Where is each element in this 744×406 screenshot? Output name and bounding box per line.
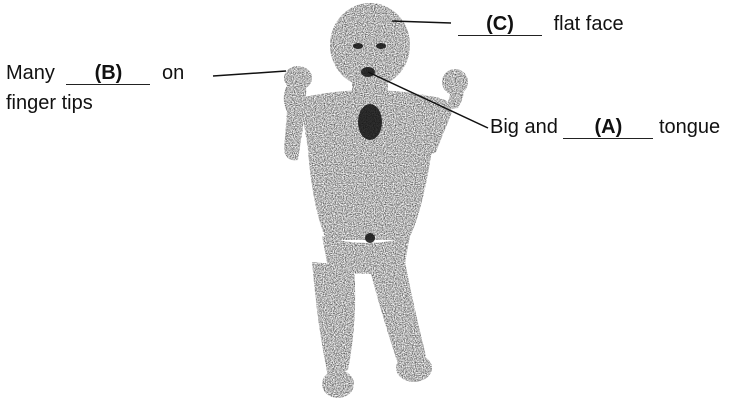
baby-chest-spot bbox=[358, 104, 382, 140]
baby-right-hand bbox=[442, 69, 468, 95]
baby-right-foot bbox=[396, 354, 432, 382]
label-b-letter: (B) bbox=[66, 62, 150, 85]
label-a-prefix: Big and bbox=[490, 116, 558, 138]
baby-eye-right bbox=[376, 43, 386, 49]
baby-eye-left bbox=[353, 43, 363, 49]
label-b-line2: finger tips bbox=[6, 92, 93, 114]
label-b-prefix: Many bbox=[6, 62, 55, 84]
label-a-letter: (A) bbox=[563, 116, 653, 139]
baby-right-leg bbox=[368, 256, 426, 364]
baby-navel bbox=[365, 233, 375, 243]
baby-left-hand bbox=[284, 66, 312, 90]
label-c: (C) flat face bbox=[458, 13, 624, 36]
label-c-letter: (C) bbox=[458, 13, 542, 36]
leader-line-b bbox=[213, 71, 286, 76]
label-b: Many (B) on bbox=[6, 62, 184, 85]
label-a-suffix: tongue bbox=[659, 116, 720, 138]
label-c-text: flat face bbox=[554, 13, 624, 35]
baby-left-leg bbox=[312, 262, 355, 376]
label-a: Big and (A) tongue bbox=[490, 116, 720, 139]
baby-left-foot bbox=[322, 370, 354, 398]
label-b-suffix: on bbox=[162, 62, 184, 84]
